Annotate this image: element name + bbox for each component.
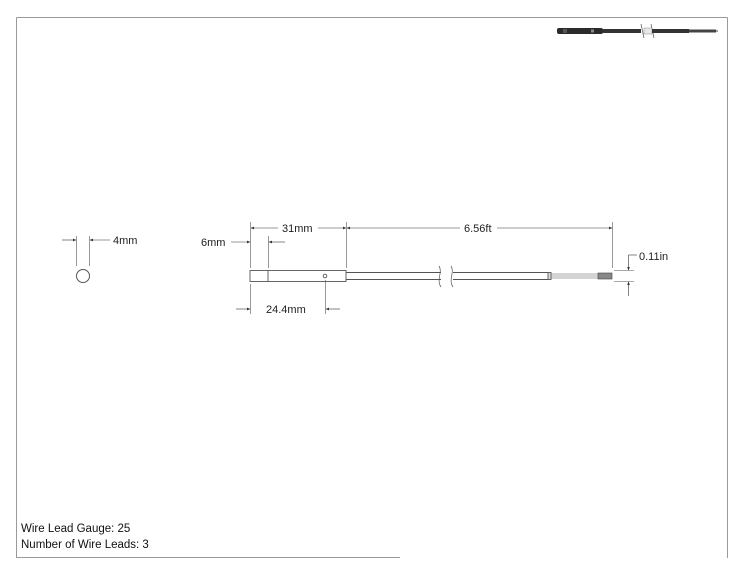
cable-length-label: 6.56ft xyxy=(464,223,492,235)
probe-body xyxy=(249,270,347,282)
wire-gauge-note: Wire Lead Gauge: 25 xyxy=(21,523,131,535)
dim-probe-length: 31mm xyxy=(250,222,347,268)
diameter-label: 4mm xyxy=(113,235,137,247)
wire-leads-note: Number of Wire Leads: 3 xyxy=(21,539,149,551)
dim-lead-strip: 0.11in xyxy=(614,251,668,296)
break-symbol xyxy=(438,265,454,288)
drawing-frame xyxy=(16,17,728,558)
wire-leads xyxy=(551,272,613,280)
dim-tip-length: 6mm xyxy=(201,236,285,268)
cable xyxy=(346,272,548,280)
probe-hole xyxy=(322,273,328,279)
probe-length-label: 31mm xyxy=(282,223,313,235)
dim-hole-position: 24.4mm xyxy=(236,280,340,316)
hole-position-label: 24.4mm xyxy=(266,304,306,316)
product-thumbnail xyxy=(557,23,718,39)
end-view: 4mm xyxy=(62,235,137,283)
dim-cable-length: 6.56ft xyxy=(346,222,613,268)
tip-length-label: 6mm xyxy=(201,237,225,249)
lead-strip-label: 0.11in xyxy=(639,251,668,263)
side-view xyxy=(249,265,613,288)
